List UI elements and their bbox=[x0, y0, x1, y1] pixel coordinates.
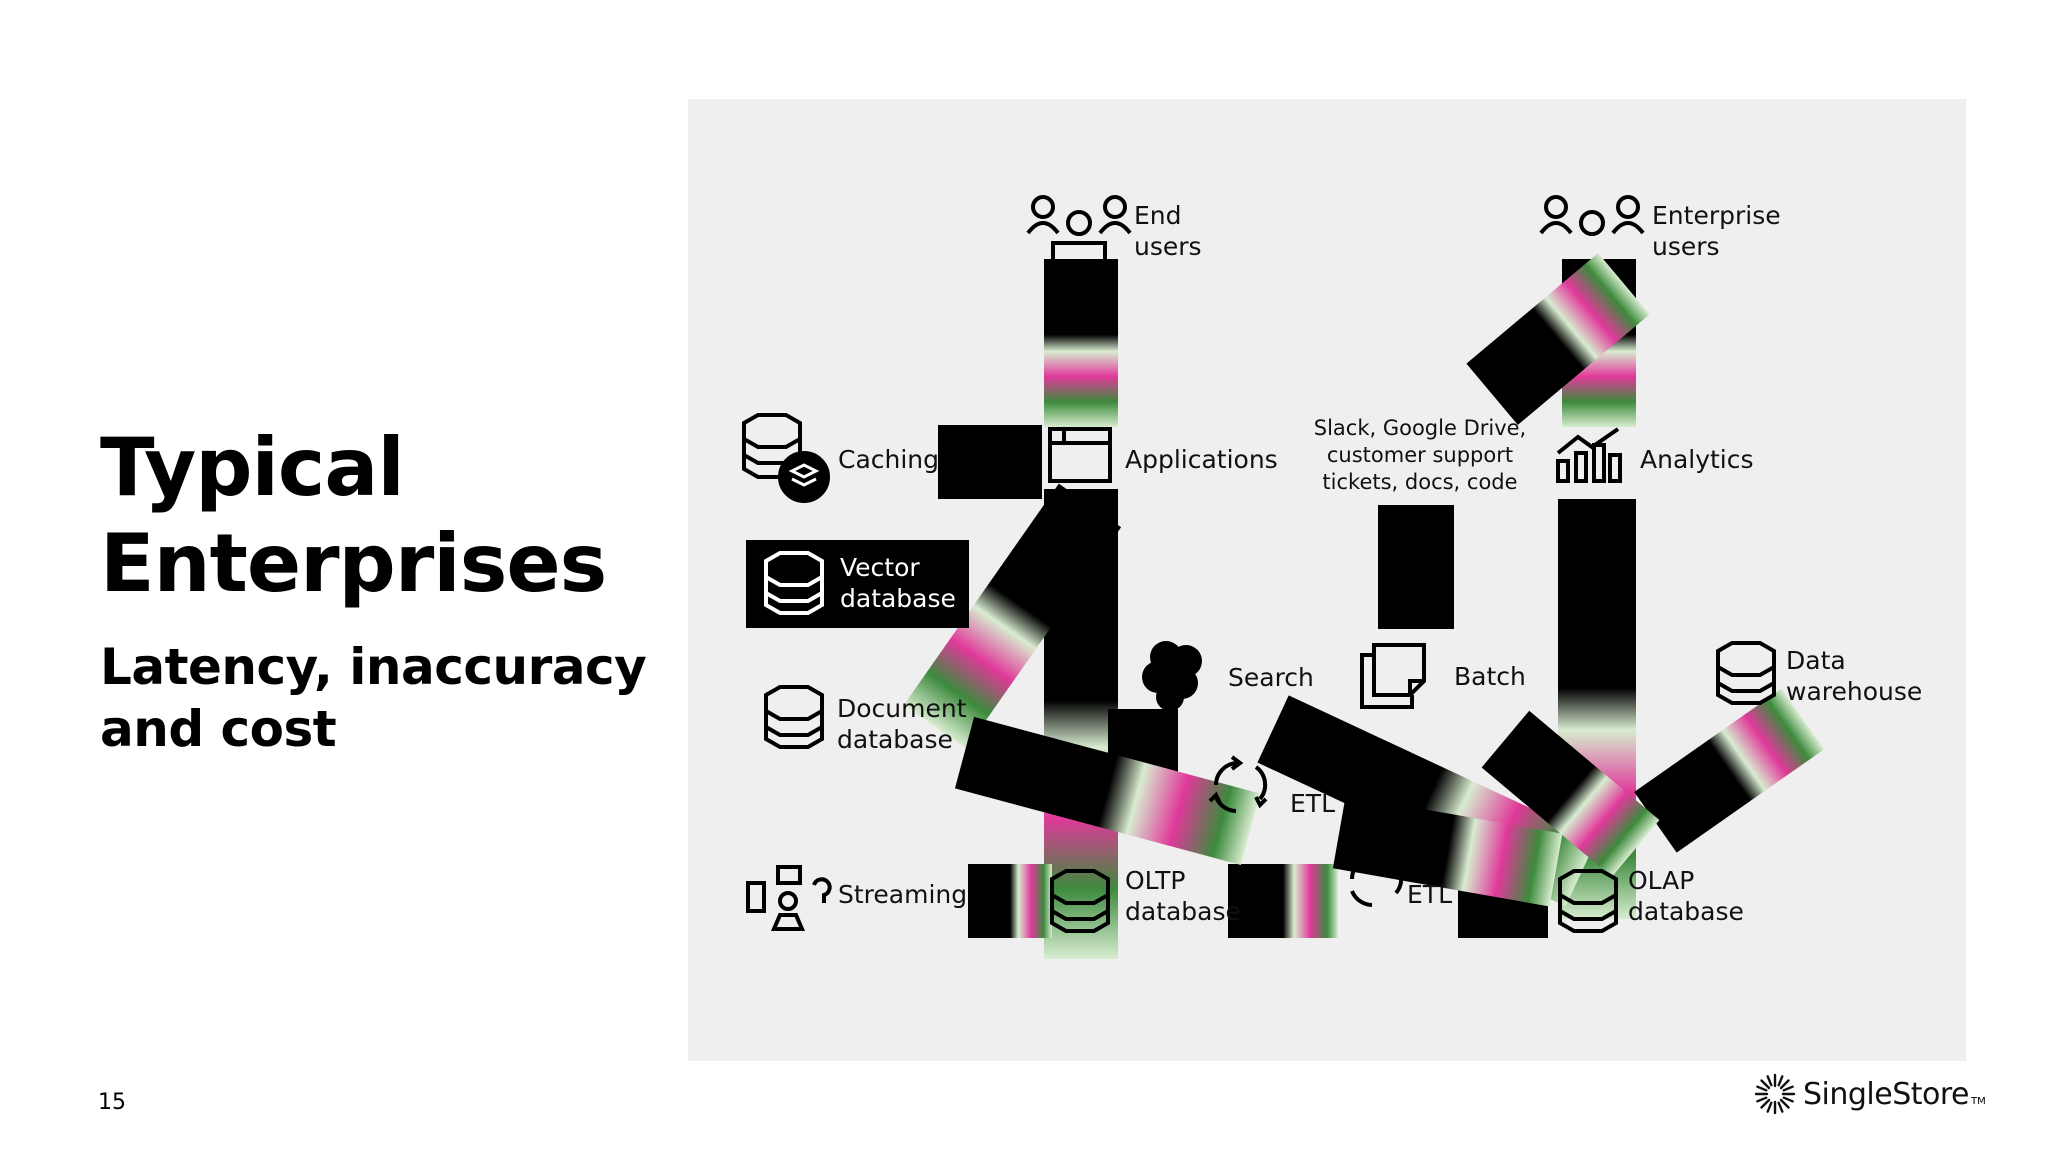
database-icon bbox=[764, 551, 824, 615]
pipe bbox=[1044, 259, 1118, 427]
node-batch-label: Batch bbox=[1454, 662, 1526, 691]
slide-title: Typical Enterprises bbox=[100, 421, 607, 610]
sunburst-icon bbox=[1754, 1073, 1796, 1115]
node-analytics-label: Analytics bbox=[1640, 445, 1754, 474]
node-enterprise-users-label: Enterprise users bbox=[1652, 201, 1781, 261]
node-end-users-label: End users bbox=[1134, 201, 1202, 261]
slide-subtitle: Latency, inaccuracy and cost bbox=[100, 638, 647, 758]
pipe bbox=[1466, 253, 1650, 425]
people-icon bbox=[1539, 195, 1645, 236]
search-engine-icon bbox=[1142, 641, 1202, 711]
pipe bbox=[903, 483, 1122, 749]
node-olap-database-label: OLAP database bbox=[1628, 866, 1744, 926]
diagram-canvas bbox=[742, 195, 1825, 959]
brand-name: SingleStore bbox=[1803, 1076, 1970, 1112]
pipe bbox=[1378, 505, 1454, 629]
streaming-devices-icon bbox=[746, 865, 832, 931]
database-stack-icon bbox=[742, 413, 830, 503]
node-document-database-label: Document database bbox=[837, 694, 967, 754]
node-data-warehouse-label: Data warehouse bbox=[1786, 646, 1923, 706]
pipe bbox=[1228, 864, 1338, 938]
data-pipes bbox=[903, 253, 1825, 959]
application-window-icon bbox=[1048, 427, 1112, 483]
database-icon bbox=[764, 685, 824, 749]
analytics-chart-icon bbox=[1556, 427, 1622, 483]
pipe bbox=[1332, 795, 1563, 907]
pipe bbox=[938, 425, 1042, 499]
people-icon bbox=[1026, 195, 1132, 263]
pipe bbox=[954, 716, 1261, 865]
node-streaming-label: Streaming bbox=[838, 880, 968, 909]
database-icon bbox=[1558, 869, 1618, 933]
architecture-diagram: End users Enterprise users Caching Appli… bbox=[688, 99, 1966, 1061]
node-unstructured-sources-label: Slack, Google Drive, customer support ti… bbox=[1313, 416, 1527, 494]
node-oltp-database-label: OLTP database bbox=[1125, 866, 1241, 926]
node-search-label: Search bbox=[1228, 663, 1314, 692]
pipe bbox=[968, 864, 1052, 938]
etl-cycle-icon bbox=[1208, 755, 1268, 813]
node-etl-label: ETL bbox=[1407, 880, 1452, 909]
trademark-mark: TM bbox=[1971, 1095, 1986, 1107]
node-vector-database-label: Vector database bbox=[840, 553, 956, 613]
database-icon bbox=[1050, 869, 1110, 933]
node-etl-label: ETL bbox=[1290, 789, 1335, 818]
node-applications-label: Applications bbox=[1125, 445, 1278, 474]
page-number: 15 bbox=[98, 1090, 126, 1115]
singlestore-logo: SingleStore TM bbox=[1753, 1072, 1986, 1116]
etl-cycle-icon bbox=[1350, 855, 1404, 907]
batch-documents-icon bbox=[1360, 643, 1426, 709]
pipe bbox=[1481, 710, 1660, 877]
node-caching-label: Caching bbox=[838, 445, 940, 474]
pipe bbox=[1634, 688, 1825, 853]
database-icon bbox=[1716, 641, 1776, 705]
